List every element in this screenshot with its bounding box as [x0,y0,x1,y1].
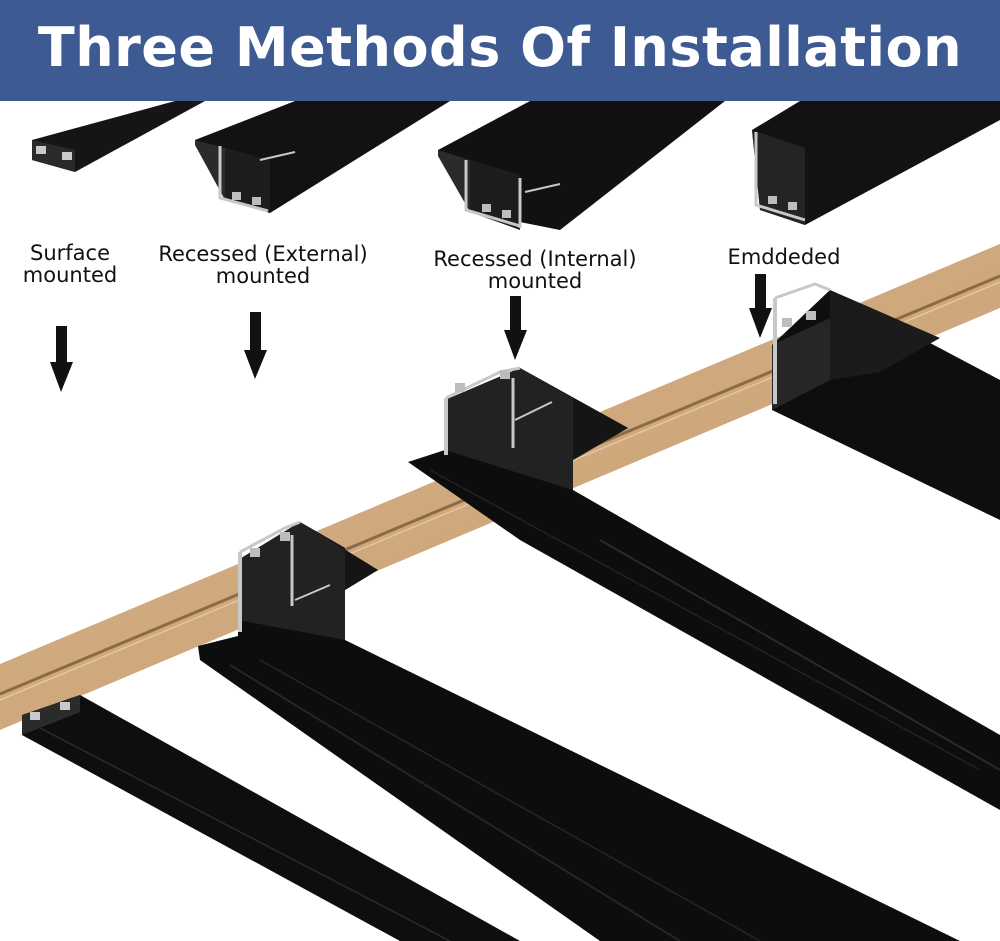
label-line: Recessed (External) [158,242,368,266]
arrow-surface-icon [50,326,73,392]
profile-sample-embedded [752,101,1000,225]
label-line: mounted [215,264,311,288]
label-line: mounted [22,263,118,287]
title-banner: Three Methods Of Installation [0,0,1000,101]
label-recessed-external: Recessed (External) mounted [148,243,378,287]
label-surface-mounted: Surface mounted [10,242,130,286]
label-line: mounted [487,269,583,293]
profile-sample-surface [32,101,205,172]
label-line: Surface [29,241,110,265]
installed-profile-recessed-internal [408,366,1000,810]
label-recessed-internal: Recessed (Internal) mounted [420,248,650,292]
installed-profile-surface [22,695,520,941]
page-title: Three Methods Of Installation [37,16,963,79]
label-embedded: Emddeded [710,246,858,268]
arrow-embedded-icon [749,274,772,338]
label-line: Emddeded [727,245,841,269]
label-line: Recessed (Internal) [433,247,637,271]
arrow-recessed-internal-icon [504,296,527,360]
profile-sample-recessed-internal [438,101,725,230]
installed-profile-embedded [772,282,1000,520]
installed-profile-recessed-external [198,520,960,941]
arrow-recessed-external-icon [244,312,267,379]
profile-sample-recessed-external [195,101,450,213]
